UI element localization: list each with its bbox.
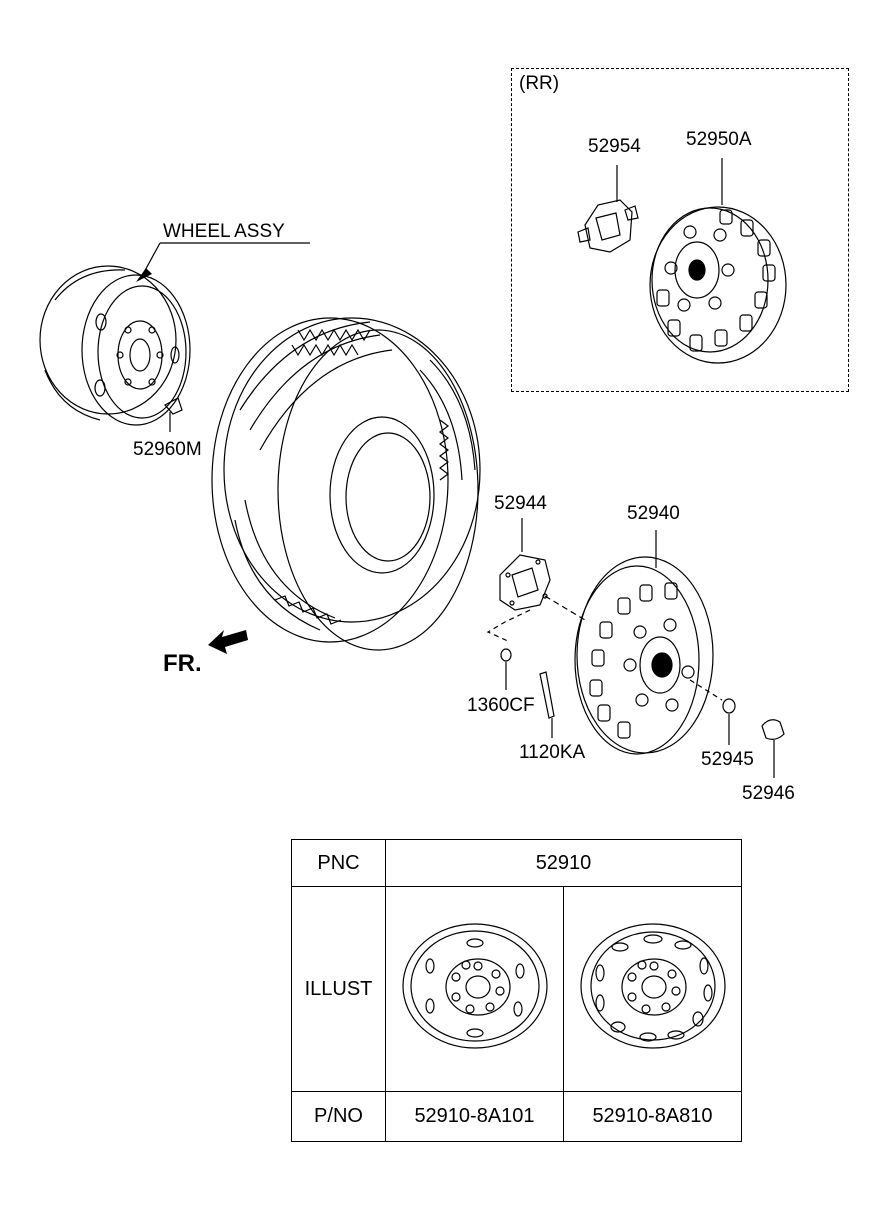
nut-1360CF — [500, 648, 512, 662]
illust-wheel-1 — [385, 886, 564, 1092]
bolt-1120KA — [539, 671, 555, 719]
assembly-line-3 — [689, 679, 723, 701]
wheel-assy-label: WHEEL ASSY — [163, 221, 285, 242]
pno-label: P/NO — [291, 1091, 386, 1142]
wheel-illustration-2 — [579, 923, 726, 1049]
callout-52946: 52946 — [742, 783, 795, 804]
cap-nut-52946 — [761, 719, 785, 740]
callout-1120KA: 1120KA — [519, 742, 586, 763]
washer-52945 — [722, 698, 736, 714]
pno-value-2: 52910-8A810 — [563, 1091, 742, 1142]
front-bracket-drawing — [499, 554, 551, 611]
wheel-assy-arrow — [136, 268, 152, 282]
part-number-table: PNC 52910 ILLUST — [291, 839, 742, 1142]
tire-drawing — [211, 317, 481, 651]
illust-label: ILLUST — [291, 886, 386, 1092]
pnc-value: 52910 — [385, 839, 742, 887]
callout-52954: 52954 — [588, 136, 641, 157]
wheel-illustration-1 — [401, 923, 548, 1049]
steel-wheel-drawing — [39, 265, 191, 426]
assembly-line-2 — [486, 609, 531, 643]
callout-52944: 52944 — [494, 493, 547, 514]
rear-bracket-drawing — [577, 199, 639, 253]
rear-section-label: (RR) — [519, 73, 560, 94]
pnc-label: PNC — [291, 839, 386, 887]
pno-value-1: 52910-8A101 — [385, 1091, 564, 1142]
callout-52960M: 52960M — [133, 439, 202, 460]
callout-1360CF: 1360CF — [467, 695, 535, 716]
front-direction-label: FR. — [163, 650, 202, 677]
callout-52945: 52945 — [701, 749, 754, 770]
rear-hubcap-drawing — [649, 206, 787, 364]
callout-52940: 52940 — [627, 503, 680, 524]
illust-wheel-2 — [563, 886, 742, 1092]
rear-section-box — [511, 68, 849, 392]
callout-52950A: 52950A — [686, 129, 752, 150]
assembly-line-1 — [544, 595, 586, 621]
front-arrow-icon — [208, 630, 248, 654]
front-hubcap-drawing — [574, 556, 714, 755]
